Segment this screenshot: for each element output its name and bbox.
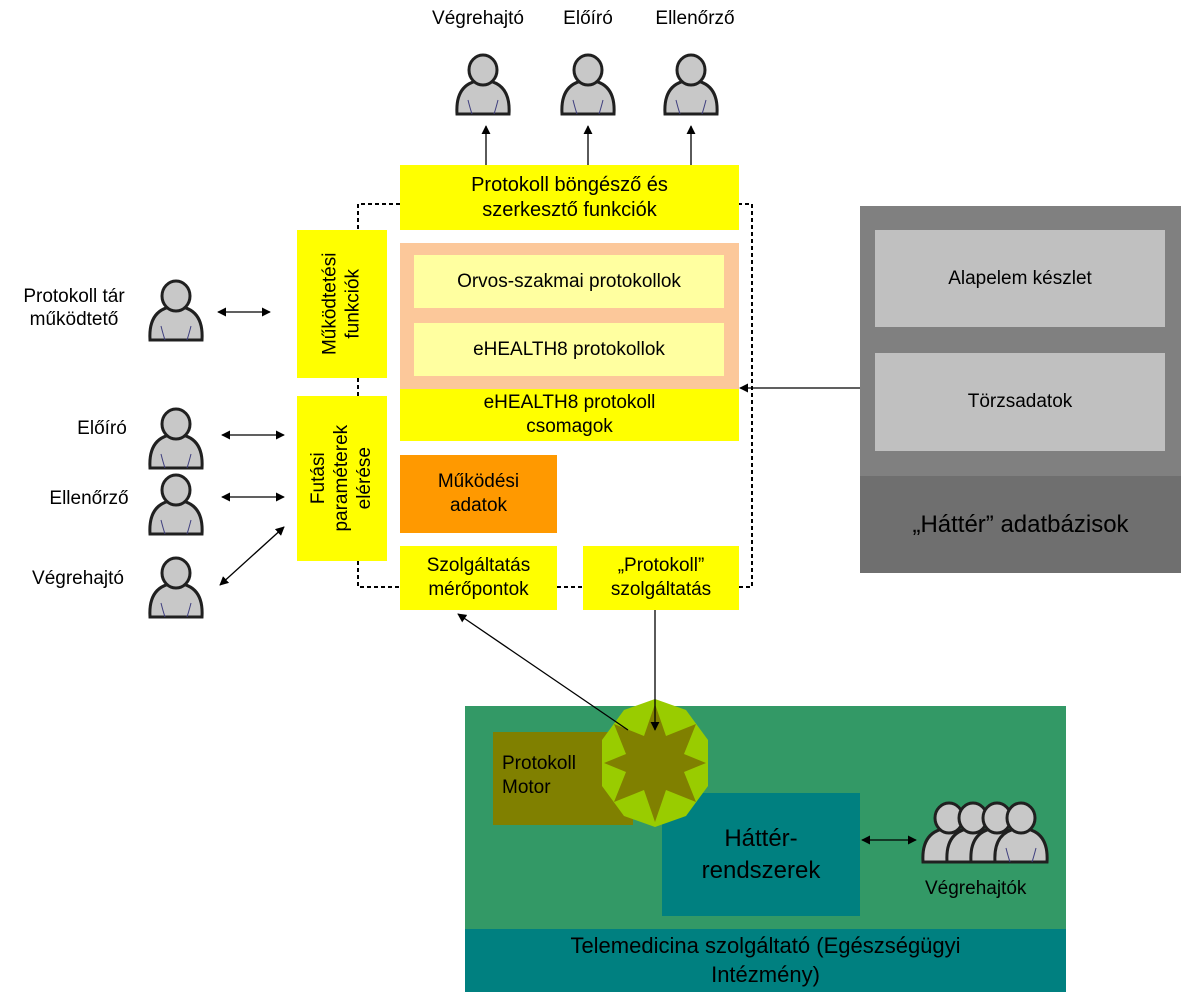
protocol-engine-gear-icon	[602, 699, 708, 827]
medical-protocols-box: Orvos-szakmai protokollok	[414, 255, 724, 308]
person-icon	[455, 53, 511, 116]
background-databases-panel: Alapelem készlet Törzsadatok „Háttér” ad…	[860, 206, 1181, 573]
person-icon	[993, 801, 1049, 864]
person-icon	[148, 279, 204, 342]
background-db-title-bar	[860, 476, 1181, 573]
person-icon	[148, 473, 204, 536]
person-icon	[663, 53, 719, 116]
protocol-packages-container: Orvos-szakmai protokollok eHEALTH8 proto…	[400, 243, 739, 441]
executors-label: Végrehajtók	[925, 878, 1027, 899]
background-db-title: „Háttér” adatbázisok	[912, 510, 1129, 538]
person-icon	[148, 556, 204, 619]
protocol-service-box: „Protokoll”szolgáltatás	[583, 546, 739, 610]
backend-systems-box: Háttér-rendszerek	[662, 793, 860, 916]
person-icon	[148, 407, 204, 470]
left-actor-label-controller: Ellenőrző	[49, 488, 129, 509]
top-actor-label-prescriber: Előíró	[563, 8, 613, 29]
top-actor-label-executor: Végrehajtó	[432, 8, 524, 29]
left-actor-label-executor: Végrehajtó	[32, 568, 124, 589]
left-actor-label-prescriber: Előíró	[77, 418, 127, 439]
person-icon	[560, 53, 616, 116]
master-data-box: Törzsadatok	[875, 353, 1165, 451]
element-set-box: Alapelem készlet	[875, 230, 1165, 327]
top-actor-label-controller: Ellenőrző	[655, 8, 735, 29]
ehealth-protocols-box: eHEALTH8 protokollok	[414, 323, 724, 376]
provider-title-bar	[465, 929, 1066, 992]
